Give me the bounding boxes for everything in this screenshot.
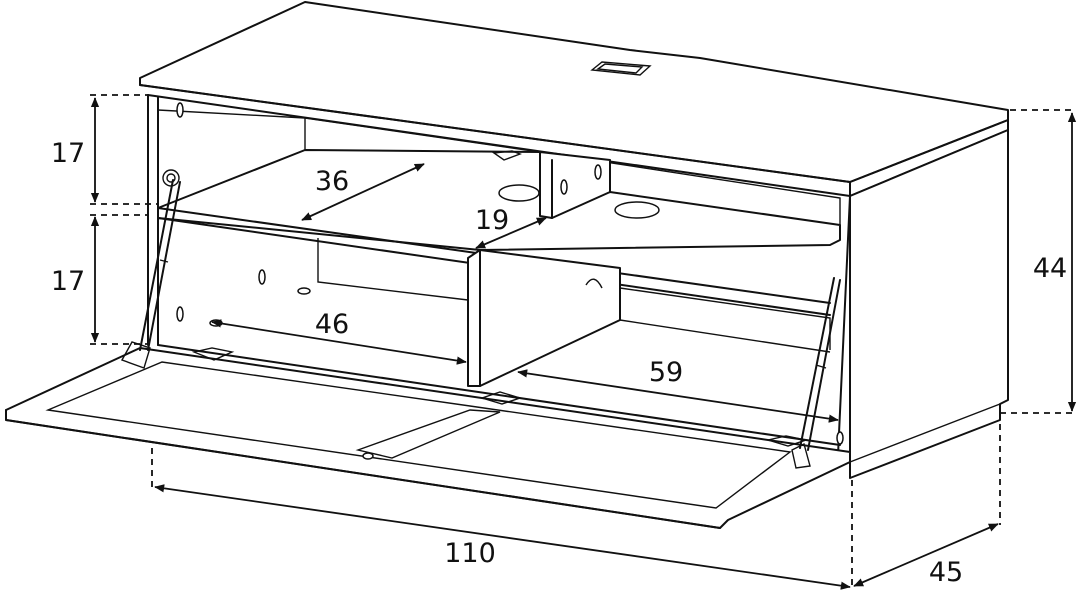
cabinet-left-side-panel — [147, 94, 159, 346]
dim-line-upper-compartment-depth — [475, 217, 547, 249]
dimension-labels: 17 17 44 110 45 36 19 46 59 — [51, 138, 1067, 588]
shelf-pin-holes — [176, 102, 844, 445]
flap-door — [5, 347, 851, 529]
label-upper-shelf-width: 36 — [315, 166, 349, 197]
dimension-lines — [90, 94, 1077, 590]
label-upper-compartment-depth: 19 — [475, 205, 509, 236]
dim-line-lower-right-width — [517, 369, 839, 423]
cabinet-right-side-panel — [837, 129, 1009, 479]
cable-grommet-top — [590, 61, 652, 76]
label-shelf-height-upper: 17 — [51, 138, 85, 169]
back-bracket — [492, 150, 522, 161]
upper-compartment-divider — [539, 151, 611, 219]
label-total-depth: 45 — [929, 557, 963, 588]
dim-line-total-depth — [853, 523, 999, 587]
label-shelf-height-lower: 17 — [51, 266, 85, 297]
label-total-width: 110 — [444, 538, 496, 569]
gas-strut-right — [799, 277, 841, 451]
gas-strut-left — [139, 169, 181, 351]
dim-line-upper-shelf-width — [301, 163, 425, 221]
cabinet-back-wall — [157, 109, 841, 225]
label-lower-left-width: 46 — [315, 309, 349, 340]
label-total-height: 44 — [1033, 253, 1067, 284]
flap-door-center-rail — [355, 409, 501, 459]
hinge-right-2 — [791, 442, 811, 469]
lower-compartment-divider — [467, 249, 621, 387]
lower-back-wall — [317, 238, 831, 353]
cable-hole-upper-right — [614, 201, 660, 219]
dim-line-lower-left-width — [211, 319, 467, 365]
dim-line-total-width — [154, 484, 851, 590]
label-lower-right-width: 59 — [649, 357, 683, 388]
hinge-right-1 — [765, 435, 809, 447]
cable-hole-lower — [585, 278, 603, 289]
hinge-left-1 — [120, 341, 151, 369]
cable-hole-upper-left — [498, 184, 540, 202]
